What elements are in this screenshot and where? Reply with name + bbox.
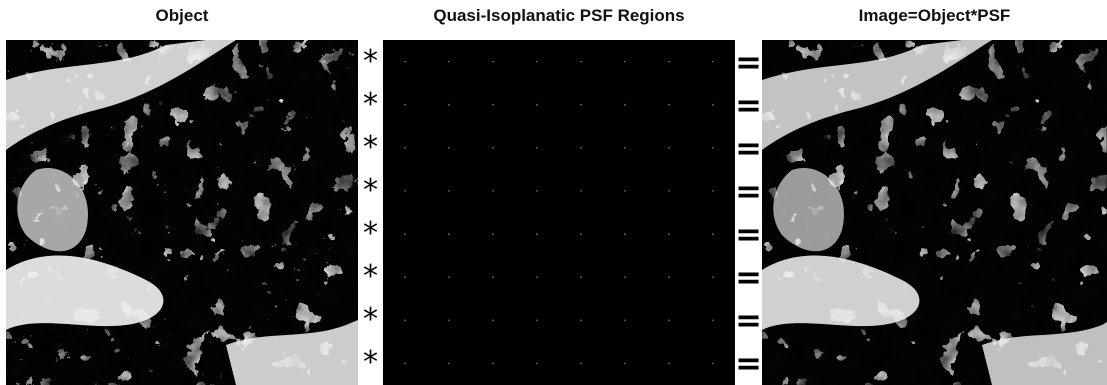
- psf-point: [404, 276, 406, 279]
- asterisk-icon: *: [363, 259, 378, 295]
- psf-point: [668, 103, 670, 106]
- psf-point: [668, 146, 670, 149]
- psf-point: [624, 60, 626, 63]
- psf-point: [668, 319, 670, 322]
- psf-point: [492, 190, 494, 192]
- psf-point: [448, 362, 450, 365]
- psf-point: [536, 276, 538, 279]
- psf-point: [580, 319, 582, 322]
- image-satellite-picture: [762, 40, 1107, 385]
- psf-point: [580, 276, 582, 279]
- object-title: Object: [155, 6, 209, 25]
- psf-point: [580, 60, 582, 63]
- equals-icon: =: [735, 215, 762, 254]
- image-title: Image=Object*PSF: [858, 6, 1011, 25]
- psf-point: [580, 146, 582, 149]
- psf-point: [536, 190, 538, 192]
- asterisk-icon: *: [363, 172, 378, 208]
- psf-point: [404, 362, 406, 365]
- equals-icon: =: [735, 85, 762, 124]
- psf-point: [448, 276, 450, 279]
- psf-point: [668, 190, 670, 192]
- psf-point: [624, 146, 626, 149]
- asterisk-icon: *: [363, 302, 378, 338]
- psf-point: [448, 60, 450, 63]
- psf-point: [712, 190, 714, 192]
- asterisk-icon: *: [363, 129, 378, 165]
- equals-icon: =: [735, 171, 762, 210]
- asterisk-icon: *: [363, 345, 378, 381]
- psf-point: [448, 146, 450, 149]
- psf-point: [536, 362, 538, 365]
- psf-point: [712, 103, 714, 106]
- psf-point: [536, 60, 538, 63]
- psf-point: [492, 233, 494, 236]
- psf-point: [712, 362, 714, 365]
- psf-grid: [404, 60, 714, 365]
- psf-point: [624, 103, 626, 106]
- psf-point: [404, 103, 406, 106]
- psf-point: [580, 190, 582, 192]
- psf-grid-panel: [383, 40, 735, 385]
- psf-point: [712, 276, 714, 279]
- psf-point: [492, 319, 494, 322]
- psf-point: [404, 60, 406, 63]
- psf-point: [448, 233, 450, 236]
- psf-point: [624, 362, 626, 365]
- equals-icon: =: [735, 301, 762, 340]
- psf-point: [536, 233, 538, 236]
- convolution-operators: * * * * * * * *: [358, 40, 383, 385]
- asterisk-icon: *: [363, 216, 378, 252]
- psf-point: [668, 233, 670, 236]
- psf-point: [404, 233, 406, 236]
- psf-point: [448, 319, 450, 322]
- psf-point: [712, 60, 714, 63]
- psf-point: [624, 190, 626, 192]
- psf-point: [492, 362, 494, 365]
- psf-point: [448, 190, 450, 192]
- equals-icon: =: [735, 42, 762, 81]
- equals-icon: =: [735, 344, 762, 383]
- psf-point: [492, 146, 494, 149]
- psf-point: [536, 103, 538, 106]
- psf-point: [624, 276, 626, 279]
- psf-point: [404, 319, 406, 322]
- psf-point: [404, 146, 406, 149]
- psf-point: [580, 362, 582, 365]
- object-image: [6, 40, 358, 385]
- psf-point: [668, 60, 670, 63]
- psf-point: [712, 233, 714, 236]
- psf-point: [492, 60, 494, 63]
- psf-point: [712, 146, 714, 149]
- psf-title: Quasi-Isoplanatic PSF Regions: [433, 6, 685, 25]
- equals-icon: =: [735, 258, 762, 297]
- asterisk-icon: *: [363, 43, 378, 79]
- psf-point: [448, 103, 450, 106]
- psf-point: [536, 146, 538, 149]
- asterisk-icon: *: [363, 86, 378, 122]
- psf-point: [580, 103, 582, 106]
- psf-point: [624, 233, 626, 236]
- object-satellite-picture: [6, 40, 358, 385]
- psf-point: [580, 233, 582, 236]
- psf-point: [668, 276, 670, 279]
- psf-point: [624, 319, 626, 322]
- equals-operators: = = = = = = = =: [735, 40, 762, 385]
- psf-point: [712, 319, 714, 322]
- psf-point: [668, 362, 670, 365]
- psf-point: [404, 190, 406, 192]
- psf-point: [492, 276, 494, 279]
- psf-point: [536, 319, 538, 322]
- equals-icon: =: [735, 128, 762, 167]
- psf-point: [492, 103, 494, 106]
- blurred-image: [762, 40, 1107, 385]
